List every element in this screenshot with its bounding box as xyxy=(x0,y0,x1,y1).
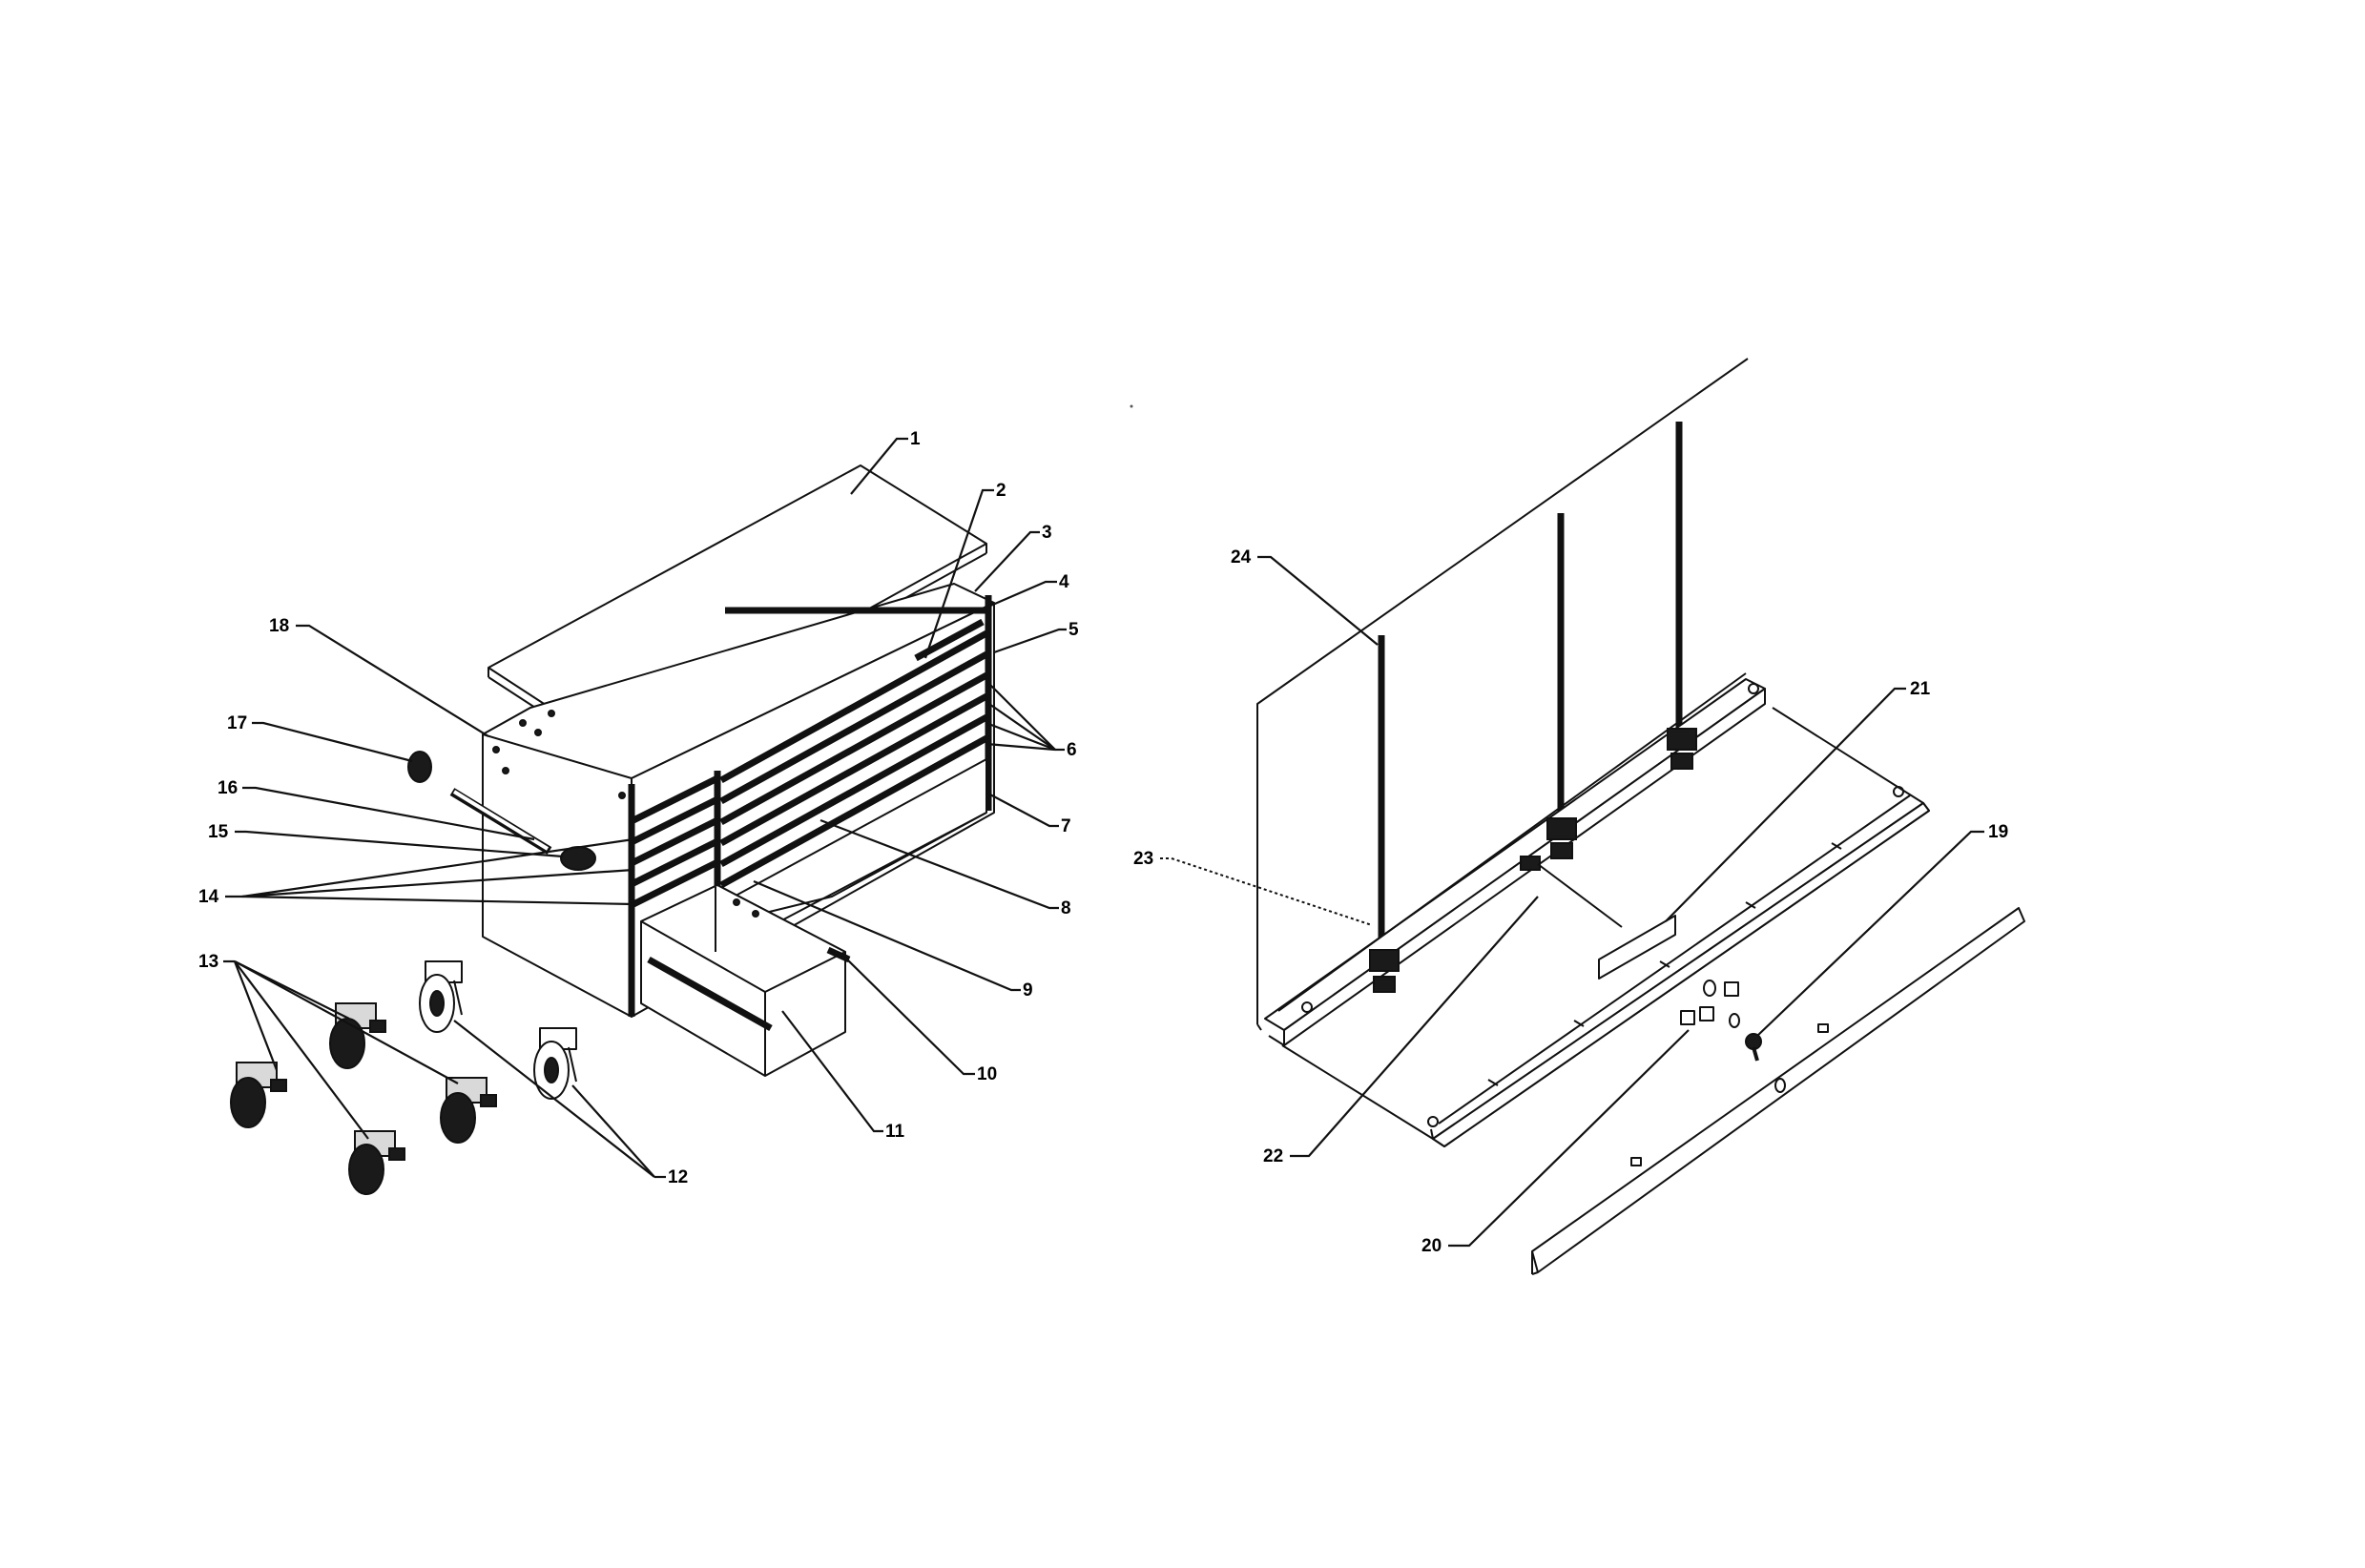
cabinet-top-surface xyxy=(482,583,995,779)
back-panel-sheet xyxy=(1256,358,1749,1024)
callout-3: 3 xyxy=(1042,523,1052,543)
clip-hardware xyxy=(1680,980,1740,1028)
rail-brackets xyxy=(1369,728,1697,993)
callout-19: 19 xyxy=(1988,822,2008,842)
callout-15: 15 xyxy=(208,822,229,842)
callout-16: 16 xyxy=(218,778,238,798)
callout-22: 22 xyxy=(1263,1146,1283,1166)
caster-swivel-2 xyxy=(533,1027,577,1100)
caster-locking-2 xyxy=(440,1077,497,1144)
callout-9: 9 xyxy=(1023,980,1033,1001)
callout-14: 14 xyxy=(198,887,219,907)
callout-11: 11 xyxy=(885,1122,905,1142)
callout-13: 13 xyxy=(198,952,218,972)
callout-24: 24 xyxy=(1231,547,1252,567)
callout-4: 4 xyxy=(1059,572,1069,592)
callout-21: 21 xyxy=(1910,679,1931,699)
drawer-fronts-right xyxy=(719,607,988,889)
lock-cylinder xyxy=(560,846,596,871)
callout-2: 2 xyxy=(996,481,1006,501)
mounting-screw xyxy=(1745,1033,1762,1062)
callout-6: 6 xyxy=(1067,740,1077,760)
callout-20: 20 xyxy=(1421,1236,1442,1256)
callout-8: 8 xyxy=(1061,898,1071,918)
callout-12: 12 xyxy=(668,1167,688,1187)
callout-17: 17 xyxy=(227,713,247,733)
callout-10: 10 xyxy=(977,1064,997,1084)
tool-cabinet-assembly xyxy=(230,464,995,1195)
rear-panel-assembly xyxy=(1256,358,2025,1275)
drawer-fronts-left xyxy=(632,774,719,908)
leader-lines xyxy=(223,437,1984,1248)
callout-labels: 1 2 3 4 5 6 7 8 9 10 11 12 13 14 15 16 1… xyxy=(198,429,2008,1256)
lock-knob xyxy=(407,751,432,783)
front-trim-strip xyxy=(1531,907,2025,1275)
callout-1: 1 xyxy=(910,429,921,449)
callout-23: 23 xyxy=(1133,849,1153,869)
caster-locking-3 xyxy=(230,1062,287,1128)
vertical-rods xyxy=(1378,422,1683,954)
caster-locking-4 xyxy=(348,1130,405,1195)
callout-18: 18 xyxy=(269,616,289,636)
base-tray xyxy=(1281,707,1930,1147)
callout-7: 7 xyxy=(1061,816,1071,836)
label-plate xyxy=(1598,915,1676,980)
caster-swivel-1 xyxy=(419,960,463,1033)
pull-out-drawer xyxy=(640,884,851,1077)
callout-5: 5 xyxy=(1068,620,1079,640)
